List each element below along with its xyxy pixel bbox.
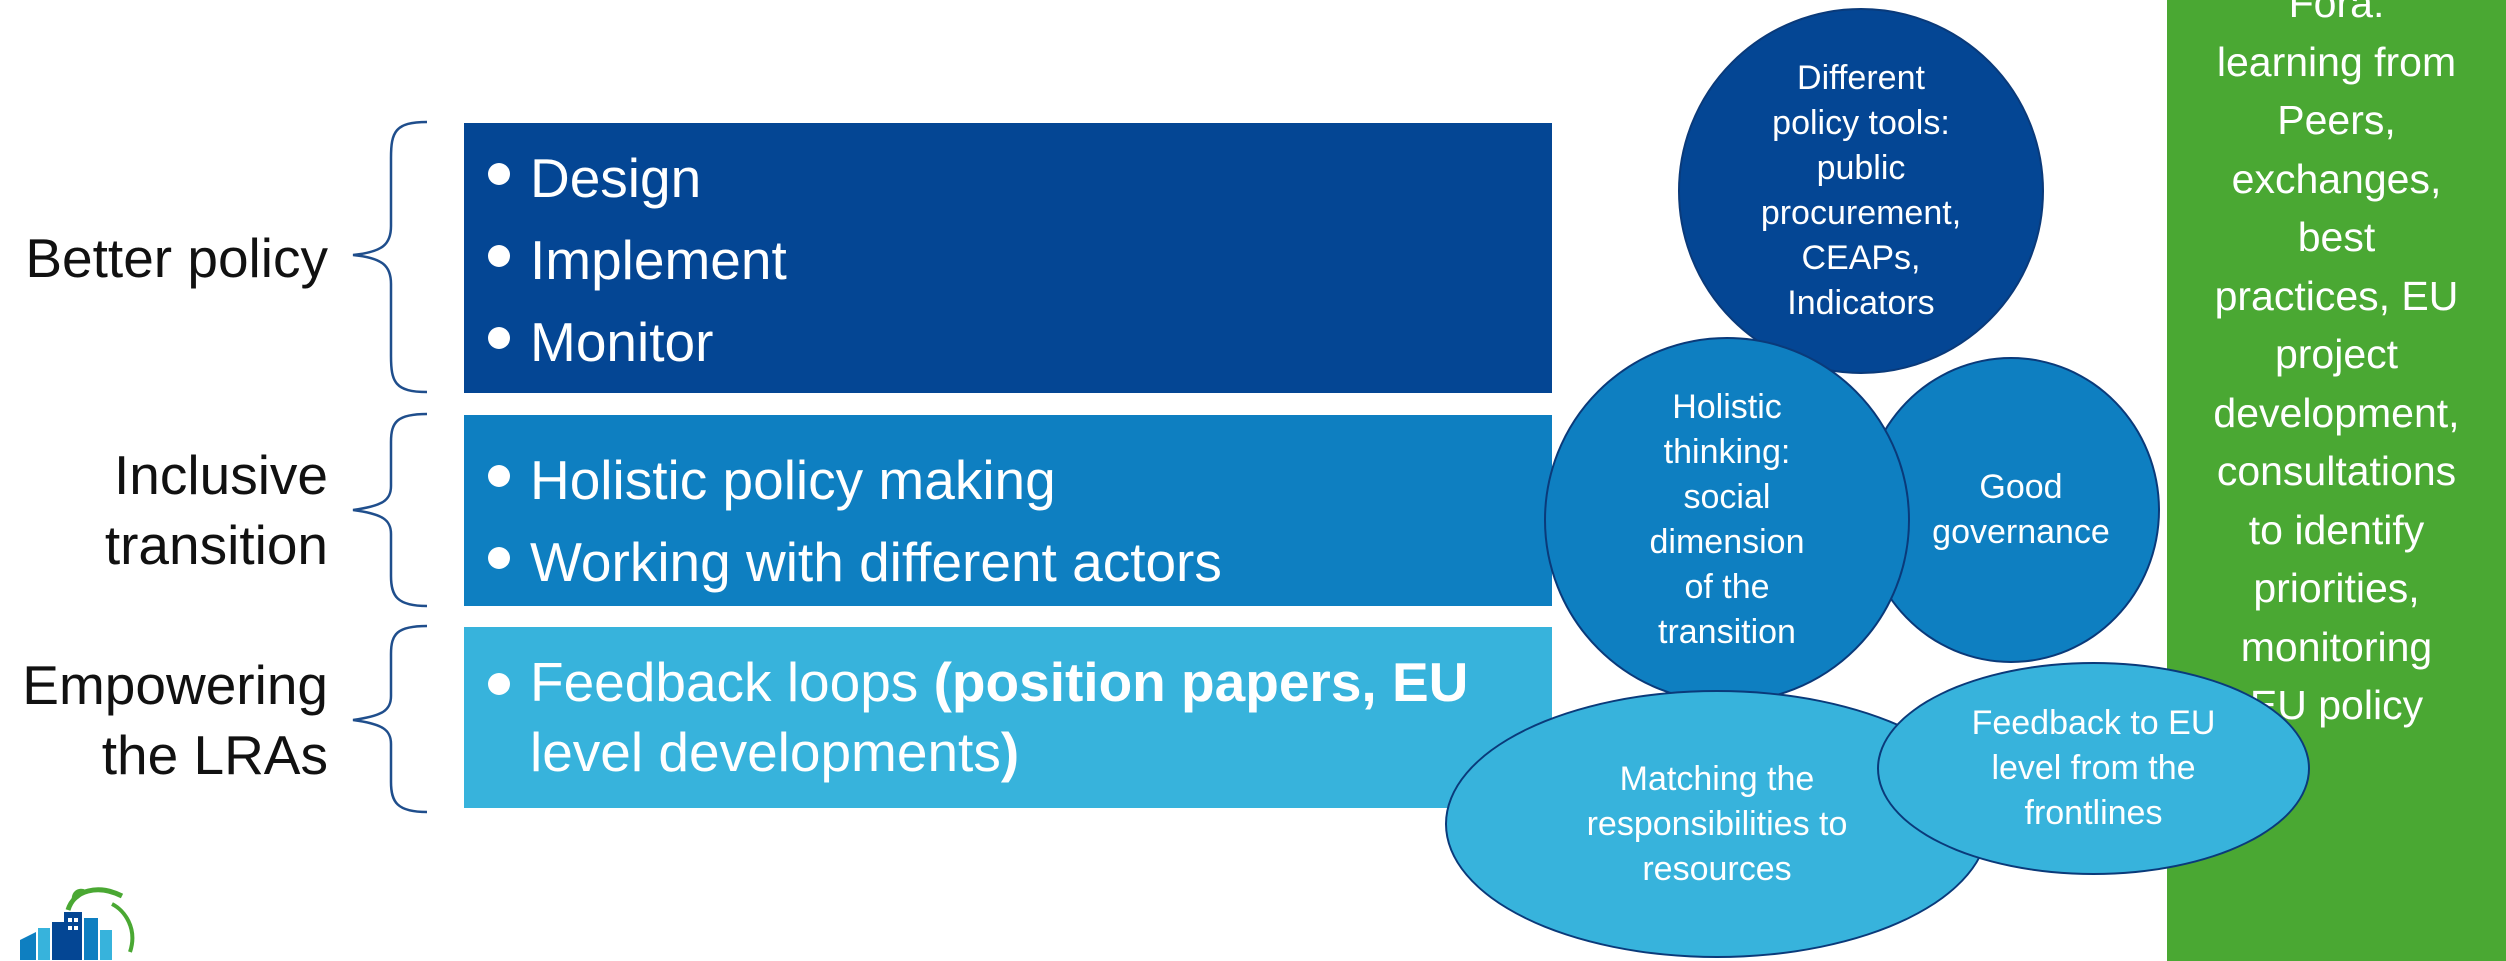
circle-line: resources bbox=[1642, 849, 1792, 888]
circle-line: public bbox=[1816, 149, 1906, 187]
panel-line: practices, EU bbox=[2214, 272, 2459, 319]
row-label-empowering-lras: Empowering the LRAs bbox=[22, 650, 328, 790]
circle-line: Good bbox=[1979, 468, 2063, 506]
bullet-text: Working with different actors bbox=[530, 531, 1222, 593]
bullet-text: Monitor bbox=[530, 311, 714, 373]
circle-line: responsibilities to bbox=[1586, 804, 1848, 843]
circle-line: of the bbox=[1684, 568, 1770, 606]
row-label-better-policy: Better policy bbox=[25, 227, 328, 289]
brace-better-policy bbox=[352, 120, 428, 394]
bullet-text: Design bbox=[530, 147, 702, 209]
fora-panel-text: Fora: learning from Peers, exchanges, be… bbox=[2167, 0, 2506, 735]
bullet-item: Design bbox=[488, 137, 1552, 219]
panel-line: consultations bbox=[2216, 448, 2457, 494]
circle-line: Matching the bbox=[1619, 759, 1815, 798]
panel-line: Peers, bbox=[2277, 97, 2396, 143]
circle-policy-tools: Different policy tools: public procureme… bbox=[1678, 8, 2044, 374]
better-policy-box: Design Implement Monitor bbox=[464, 123, 1552, 393]
circle-line: Indicators bbox=[1787, 284, 1935, 322]
panel-line: best bbox=[2297, 214, 2376, 260]
bullet-text: Holistic policy making bbox=[530, 449, 1056, 511]
circle-line: governance bbox=[1932, 513, 2110, 551]
circle-line: thinking: bbox=[1663, 433, 1791, 471]
label-line: transition bbox=[104, 514, 328, 576]
circle-text: Different policy tools: public procureme… bbox=[1761, 56, 1961, 326]
bullet-item: Feedback loops (position papers, EU leve… bbox=[488, 647, 1552, 787]
bullet-dot bbox=[488, 465, 510, 487]
circle-text: Feedback to EU level from the frontlines bbox=[1972, 701, 2216, 836]
circle-line: Different bbox=[1797, 59, 1925, 97]
brace-empowering-lras bbox=[352, 624, 428, 814]
city-leaf-logo-icon bbox=[20, 887, 135, 960]
bullet-text-light: Feedback loops bbox=[530, 651, 919, 713]
circle-line: social bbox=[1683, 478, 1771, 516]
bullet-text: Implement bbox=[530, 229, 787, 291]
panel-line: monitoring bbox=[2240, 623, 2433, 670]
inclusive-transition-box: Holistic policy making Working with diff… bbox=[464, 415, 1552, 606]
brace-inclusive-transition bbox=[352, 412, 428, 608]
bullet-dot bbox=[488, 547, 510, 569]
panel-line: priorities, bbox=[2253, 565, 2420, 611]
empowering-lras-box: Feedback loops (position papers, EU leve… bbox=[464, 627, 1552, 808]
circle-line: dimension bbox=[1649, 523, 1805, 561]
panel-line: exchanges, bbox=[2231, 155, 2442, 202]
bullet-item: Working with different actors bbox=[488, 521, 1552, 603]
panel-line: project bbox=[2274, 331, 2399, 377]
bullet-dot bbox=[488, 163, 510, 185]
bullet-item: Holistic policy making bbox=[488, 439, 1552, 521]
circle-text: Matching the responsibilities to resourc… bbox=[1587, 757, 1848, 892]
label-line: Empowering bbox=[22, 654, 328, 716]
label-line: Inclusive bbox=[114, 444, 328, 506]
circle-line: level from the bbox=[1991, 749, 2196, 787]
circle-line: procurement, bbox=[1760, 194, 1962, 232]
label-line: the LRAs bbox=[101, 724, 328, 786]
circle-line: Feedback to EU bbox=[1971, 704, 2216, 742]
panel-line: Fora: bbox=[2288, 0, 2385, 26]
circle-line: transition bbox=[1658, 613, 1796, 651]
bullet-item: Implement bbox=[488, 219, 1552, 301]
bullet-dot bbox=[488, 327, 510, 349]
circle-good-governance: Good governance bbox=[1862, 357, 2160, 663]
bullet-dot bbox=[488, 245, 510, 267]
circle-line: policy tools: bbox=[1772, 104, 1950, 142]
row-label-inclusive-transition: Inclusive transition bbox=[105, 440, 328, 580]
bullet-dot bbox=[488, 673, 510, 695]
panel-line: to identify bbox=[2248, 506, 2425, 553]
bullet-text-light: level developments bbox=[530, 721, 1001, 783]
circle-line: CEAPs, bbox=[1801, 239, 1921, 277]
panel-line: development, bbox=[2213, 389, 2460, 436]
circle-holistic-thinking: Holistic thinking: social dimension of t… bbox=[1544, 337, 1910, 703]
bullet-item: Monitor bbox=[488, 301, 1552, 383]
ellipse-feedback-to-eu: Feedback to EU level from the frontlines bbox=[1877, 662, 2310, 875]
bullet-text-bold: (position papers, EU bbox=[933, 651, 1469, 713]
circle-line: Holistic bbox=[1672, 388, 1782, 426]
circle-line: frontlines bbox=[2024, 794, 2163, 832]
circle-text: Holistic thinking: social dimension of t… bbox=[1650, 385, 1805, 655]
bullet-text-bold: ) bbox=[1000, 721, 1020, 783]
panel-line: learning from bbox=[2216, 38, 2457, 85]
circle-text: Good governance bbox=[1912, 465, 2110, 555]
bullet-text: Feedback loops (position papers, EU leve… bbox=[530, 647, 1468, 787]
